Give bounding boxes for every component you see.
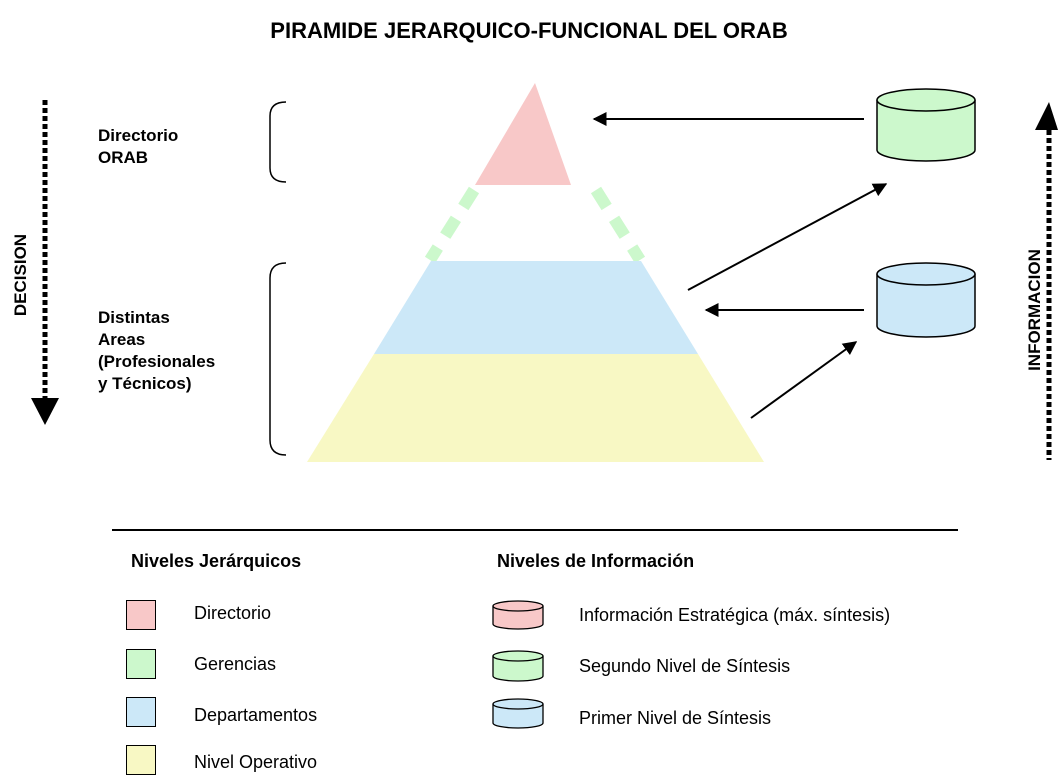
distintas-areas-label: Distintas Areas (Profesionales y Técnico… <box>98 307 215 395</box>
pyramid-level-gerencias-left-edge <box>424 186 480 264</box>
decision-label: DECISION <box>11 233 30 317</box>
decision-arrow-head <box>31 398 59 425</box>
database-blue-cylinder <box>876 262 976 338</box>
informacion-arrow-head <box>1035 102 1058 130</box>
pyramid-level-directorio <box>475 83 571 185</box>
pyramid-level-operativo <box>307 354 764 462</box>
legend-info-primero: Primer Nivel de Síntesis <box>579 708 772 728</box>
legend-swatch-departamentos <box>126 697 156 727</box>
legend-info-segundo: Segundo Nivel de Síntesis <box>579 656 791 676</box>
informacion-label: INFORMACION <box>1025 249 1044 371</box>
legend-cylinder-pink <box>492 600 544 630</box>
legend-level-operativo: Nivel Operativo <box>194 752 318 772</box>
legend-swatch-gerencias <box>126 649 156 679</box>
distintas-areas-line2: Areas <box>98 330 146 349</box>
distintas-areas-line4: y Técnicos) <box>98 374 192 393</box>
legend-level-gerencias: Gerencias <box>194 654 277 674</box>
directorio-orab-label: Directorio ORAB <box>98 125 178 169</box>
distintas-areas-line1: Distintas <box>98 308 170 327</box>
legend-cylinder-green <box>492 650 544 682</box>
distintas-areas-line3: (Profesionales <box>98 352 216 371</box>
legend-level-directorio: Directorio <box>194 603 272 623</box>
directorio-orab-line2: ORAB <box>98 148 149 167</box>
legend-level-departamentos: Departamentos <box>194 705 318 725</box>
legend-info-heading: Niveles de Información <box>497 551 695 571</box>
directorio-orab-line1: Directorio <box>98 126 179 145</box>
diagram-title: PIRAMIDE JERARQUICO-FUNCIONAL DEL ORAB <box>270 18 788 43</box>
legend-cylinder-blue <box>492 698 544 729</box>
pyramid-level-gerencias-right-edge <box>590 186 646 264</box>
pyramid-level-departamentos <box>374 261 698 354</box>
arrow-operativo-to-blue <box>750 341 858 419</box>
legend-levels-heading: Niveles Jerárquicos <box>131 551 302 571</box>
arrow-departamentos-to-green <box>687 183 888 291</box>
database-green-cylinder <box>876 88 976 162</box>
bracket-areas <box>269 262 287 456</box>
legend-swatch-operativo <box>126 745 156 775</box>
legend-info-estrategica: Información Estratégica (máx. síntesis) <box>579 605 891 625</box>
legend-swatch-directorio <box>126 600 156 630</box>
bracket-directorio <box>269 101 287 183</box>
